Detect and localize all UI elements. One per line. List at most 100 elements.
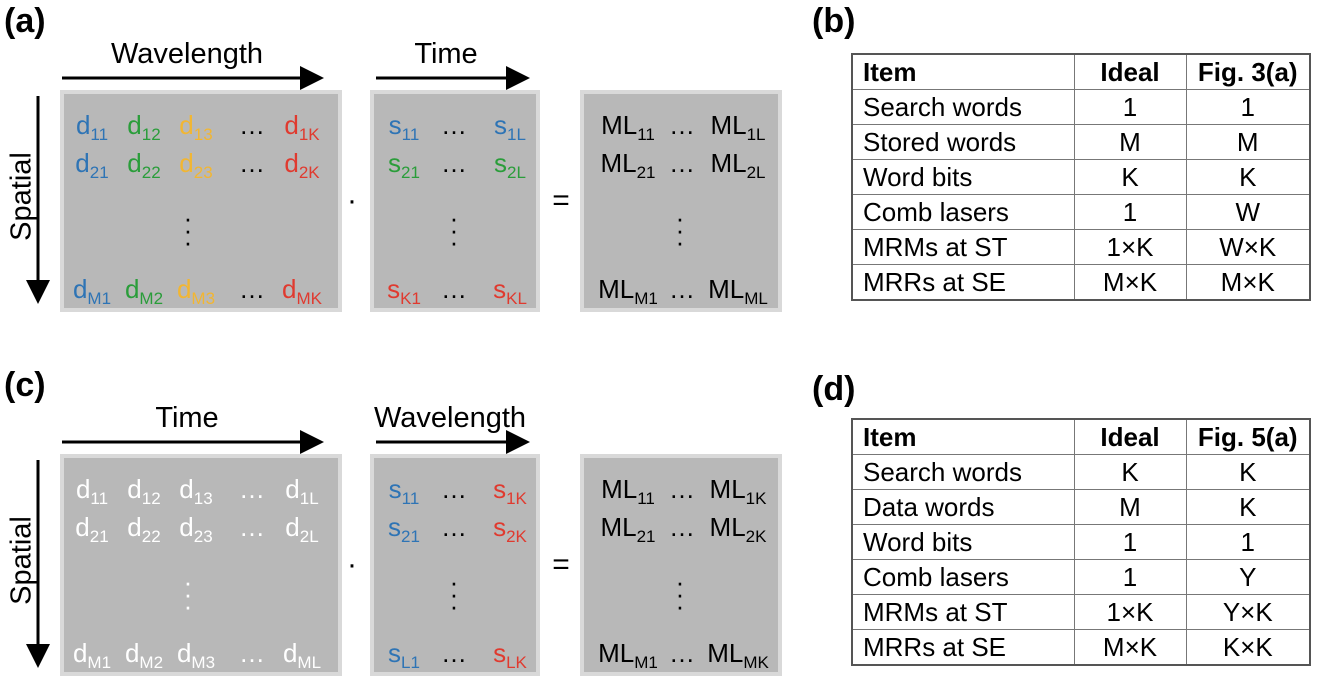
table-header-cell: Ideal [1073, 418, 1187, 455]
matrix-element: d23 [179, 148, 213, 182]
table-cell: 1 [1073, 194, 1187, 230]
matrix-element: d2K [284, 148, 320, 182]
matrix-element: dM3 [176, 274, 216, 308]
vertical-ellipsis: ··· [183, 203, 193, 257]
matrix-element: d21 [75, 512, 109, 546]
panel-c-mid-axis-label: Wavelength [373, 402, 527, 434]
ellipsis: … [441, 110, 467, 140]
table-cell: K×K [1185, 629, 1311, 666]
table-header-cell: Ideal [1073, 53, 1187, 90]
vertical-ellipsis: ··· [675, 203, 685, 257]
table-cell: 1 [1185, 89, 1311, 125]
table-header-row: Item Ideal Fig. 5(a) [851, 418, 1311, 455]
ellipsis: … [669, 474, 695, 504]
table-cell: M [1185, 124, 1311, 160]
matrix-element: ML1K [709, 474, 767, 508]
panel-c-spatial-label: Spatial [5, 516, 38, 605]
table-cell: Y [1185, 559, 1311, 595]
panel-a-label: (a) [4, 2, 46, 40]
ellipsis: … [441, 148, 467, 178]
panel-c-top-axis-label: Time [155, 402, 219, 434]
matrix-element: s11 [388, 110, 420, 144]
table-cell: W [1185, 194, 1311, 230]
table-header-cell: Fig. 3(a) [1185, 53, 1311, 90]
panel-a-top-axis-label: Wavelength [110, 38, 264, 70]
table-cell: K [1185, 159, 1311, 195]
matrix-element: d2L [285, 512, 319, 546]
table-cell: MRRs at SE [851, 629, 1075, 666]
table-header-cell: Fig. 5(a) [1185, 418, 1311, 455]
table-cell: M×K [1073, 264, 1187, 301]
table-cell: M×K [1185, 264, 1311, 301]
matrix-element: ML2L [710, 148, 766, 182]
matrix-element: d12 [127, 474, 161, 508]
matrix-element: ML11 [601, 110, 655, 144]
matrix-element: s1K [493, 474, 527, 508]
ellipsis: … [441, 474, 467, 504]
matrix-element: dMK [282, 274, 322, 308]
panel-d-label: (d) [812, 370, 856, 408]
matrix-element: dM2 [124, 638, 164, 672]
ellipsis: … [239, 512, 265, 542]
ellipsis: … [669, 512, 695, 542]
table-cell: W×K [1185, 229, 1311, 265]
matrix-element: MLM1 [598, 638, 658, 672]
table-cell: 1 [1073, 524, 1187, 560]
panel-c-equals: = [552, 548, 570, 581]
matrix-element: s2L [494, 148, 526, 182]
matrix-element: dM1 [72, 638, 112, 672]
matrix-element: s1L [494, 110, 526, 144]
matrix-element: d22 [127, 512, 161, 546]
matrix-element: d11 [75, 474, 109, 508]
matrix-element: ML21 [600, 512, 656, 546]
ellipsis: … [239, 274, 265, 304]
matrix-element: dM2 [124, 274, 164, 308]
ellipsis: … [239, 148, 265, 178]
ellipsis: … [441, 512, 467, 542]
table-cell: 1 [1073, 89, 1187, 125]
vertical-ellipsis: ··· [183, 567, 193, 621]
table-cell: Stored words [851, 124, 1075, 160]
matrix-element: d22 [127, 148, 161, 182]
matrix-element: sKL [493, 274, 527, 308]
table-cell: Y×K [1185, 594, 1311, 630]
matrix-element: d13 [179, 110, 213, 144]
matrix-element: MLMK [707, 638, 769, 672]
vertical-ellipsis: ··· [449, 567, 459, 621]
table-cell: Word bits [851, 159, 1075, 195]
matrix-element: d1L [285, 474, 319, 508]
ellipsis: … [669, 148, 695, 178]
table-cell: M [1073, 124, 1187, 160]
table-cell: MRMs at ST [851, 229, 1075, 265]
panel-b-label: (b) [812, 2, 856, 40]
matrix-element: d13 [179, 474, 213, 508]
vertical-ellipsis: ··· [449, 203, 459, 257]
matrix-element: ML1L [710, 110, 766, 144]
table-header-row: Item Ideal Fig. 3(a) [851, 53, 1311, 90]
ellipsis: … [669, 638, 695, 668]
panel-a-equals: = [552, 184, 570, 217]
ellipsis: … [239, 474, 265, 504]
table-cell: MRMs at ST [851, 594, 1075, 630]
matrix-element: s21 [388, 512, 420, 546]
ellipsis: … [239, 110, 265, 140]
panel-c-dot-operator: · [347, 548, 357, 581]
matrix-element: sLK [493, 638, 527, 672]
matrix-element: ML2K [709, 512, 767, 546]
matrix-element: d1K [284, 110, 320, 144]
panel-a-spatial-label: Spatial [5, 152, 38, 241]
matrix-element: s2K [493, 512, 527, 546]
